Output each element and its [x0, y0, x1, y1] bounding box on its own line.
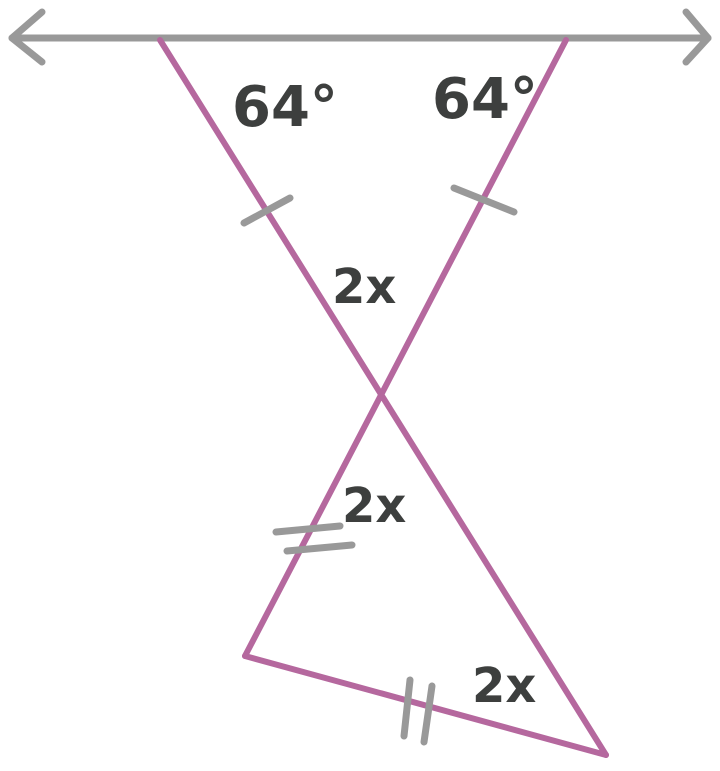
angle-label-top-right: 64°: [432, 67, 538, 132]
top-line-with-arrows: [8, 8, 712, 66]
angle-labels: 64° 64° 2x 2x 2x: [232, 67, 538, 714]
tick-marks: [240, 184, 518, 746]
triangle-segments: [157, 37, 609, 758]
angle-label-bottom-right: 2x: [472, 658, 536, 714]
double-tick-mark-bottom-1: [400, 676, 414, 740]
segment-bottom-base: [242, 653, 609, 758]
left-arrowhead-icon: [8, 8, 46, 66]
angle-label-upper-vertex: 2x: [332, 259, 396, 315]
double-tick-mark-bottom-2: [420, 682, 436, 746]
tick-mark-upper-right: [450, 184, 518, 216]
angle-label-lower-vertex: 2x: [342, 478, 406, 534]
double-tick-mark-lower-left-2: [283, 541, 356, 555]
angle-label-top-left: 64°: [232, 75, 338, 140]
tick-mark-upper-left: [240, 194, 294, 227]
double-tick-mark-lower-left-1: [272, 522, 344, 536]
right-arrowhead-icon: [682, 8, 712, 66]
